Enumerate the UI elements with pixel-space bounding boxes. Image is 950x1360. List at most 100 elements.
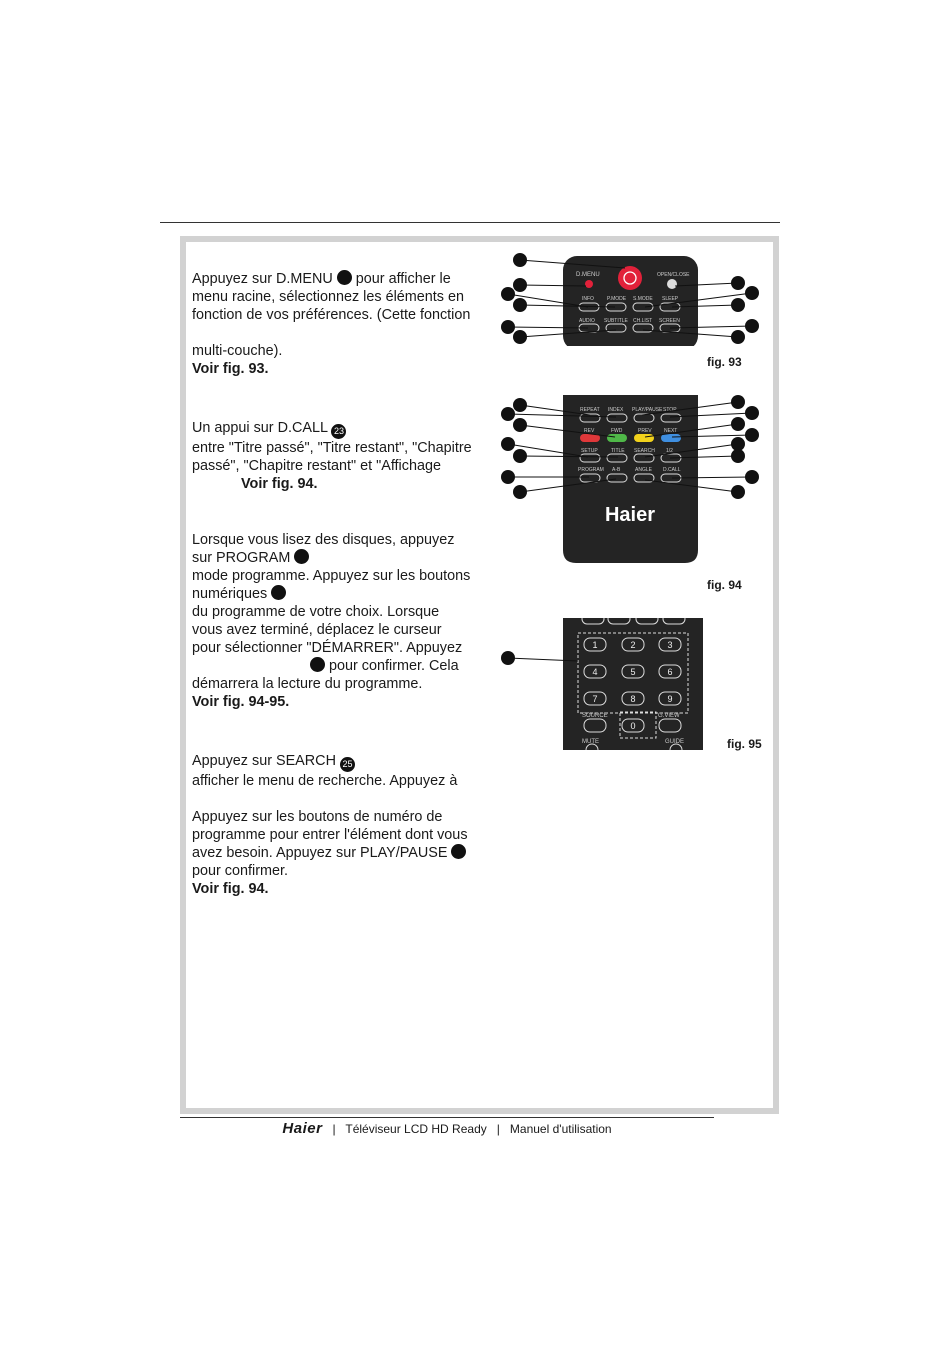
repeat-button [579, 413, 601, 423]
text-line: numériques [192, 586, 268, 602]
program-button [579, 473, 601, 483]
callout-dot [271, 585, 287, 600]
title-button [606, 453, 628, 463]
btn-label: REV [584, 428, 595, 434]
figure-reference: Voir fig. 93. [192, 361, 269, 377]
digit-9-button [658, 691, 682, 706]
gview-button [658, 718, 682, 733]
next-button [661, 434, 681, 442]
btn-label: CH.LIST [633, 318, 652, 324]
footer-product: Téléviseur LCD HD Ready [345, 1122, 487, 1136]
text-line: mode programme. Appuyez sur les boutons [192, 568, 471, 584]
text-line: démarrera la lecture du programme. [192, 676, 423, 692]
header-rule [160, 222, 780, 223]
text-line: fonction de vos préférences. (Cette fonc… [192, 307, 471, 323]
subtitle-button [605, 323, 627, 333]
text-line: pour confirmer. Cela [329, 658, 459, 674]
digit-7-button [583, 691, 607, 706]
mute-button [585, 743, 599, 750]
btn-label: D.CALL [663, 467, 681, 473]
text-line: vous avez terminé, déplacez le curseur [192, 622, 442, 638]
figure-reference: Voir fig. 94. [241, 476, 318, 492]
fig94-caption: fig. 94 [707, 578, 742, 592]
fig93-caption: fig. 93 [707, 355, 742, 369]
btn-label: SOURCE [582, 713, 608, 719]
btn-label: G.VIEW [658, 713, 680, 719]
text-line: afficher le menu de recherche. Appuyez à [192, 773, 458, 789]
section-program: Lorsque vous lisez des disques, appuyez … [192, 531, 484, 711]
btn-label: OPEN/CLOSE [657, 272, 690, 278]
digit-label: 4 [592, 667, 597, 677]
text-line: du programme de votre choix. Lorsque [192, 604, 440, 620]
text-line: Appuyez sur les boutons de numéro de [192, 809, 443, 825]
digit-label: 8 [630, 694, 635, 704]
text-line: avez besoin. Appuyez sur PLAY/PAUSE [192, 845, 448, 861]
remote-body [563, 256, 698, 350]
search-button [633, 453, 655, 463]
digit-label: 3 [667, 640, 672, 650]
cut-edge [563, 346, 698, 350]
text-line: pour sélectionner "DÉMARRER". Appuyez [192, 640, 463, 656]
digit-label: 2 [630, 640, 635, 650]
btn-label: SETUP [581, 448, 598, 454]
section-search: Appuyez sur SEARCH 25 afficher le menu d… [192, 752, 484, 898]
btn-label: 1/2 [666, 448, 673, 454]
power-icon [623, 271, 637, 285]
btn-label: SCREEN [659, 318, 680, 324]
digit-label: 6 [667, 667, 672, 677]
footer: Haier | Téléviseur LCD HD Ready | Manuel… [180, 1120, 714, 1138]
text-line: pour afficher le [351, 271, 451, 287]
btn-label: INFO [582, 296, 594, 302]
index-button [606, 413, 628, 423]
smode-button [632, 302, 654, 312]
callout-dot [294, 549, 310, 564]
digit-2-button [621, 637, 645, 652]
text-line: sur PROGRAM [192, 550, 291, 566]
btn-label: NEXT [664, 428, 677, 434]
callout-dot [336, 270, 352, 285]
prev-button [634, 434, 654, 442]
angle-button [633, 473, 655, 483]
digit-label: 5 [630, 667, 635, 677]
callout-dot [451, 844, 467, 859]
digit-label: 1 [592, 640, 597, 650]
digit-8-button [621, 691, 645, 706]
text-line: Un appui sur D.CALL [192, 420, 328, 436]
btn-label: FWD [611, 428, 623, 434]
fig95-caption: fig. 95 [727, 737, 762, 751]
fwd-button [607, 434, 627, 442]
text-line: multi-couche). [192, 343, 283, 359]
btn-label: TITLE [611, 448, 625, 454]
footer-brand-logo: Haier [282, 1120, 323, 1137]
stop-button [660, 413, 682, 423]
fig94-remote-illustration: REPEAT INDEX PLAY/PAUSE STOP REV FWD PRE… [501, 395, 759, 563]
play-pause-button [633, 413, 655, 423]
section-dcall: Un appui sur D.CALL 23 entre "Titre pass… [192, 419, 484, 493]
guide-button [669, 743, 683, 750]
btn-label: AUDIO [579, 318, 595, 324]
btn-label: GUIDE [665, 739, 684, 745]
dmenu-button [585, 280, 593, 288]
btn-label: INDEX [608, 407, 624, 413]
text-line [192, 790, 484, 808]
digit-0-button [621, 718, 645, 733]
footer-separator: | [496, 1122, 500, 1136]
eject-button [667, 279, 677, 289]
btn-label: PLAY/PAUSE [632, 407, 663, 413]
btn-label: MUTE [582, 739, 599, 745]
text-line: passé", "Chapitre restant" et "Affichage [192, 458, 441, 474]
numeric-pad-outline [577, 632, 689, 714]
digit-label: 9 [667, 694, 672, 704]
callout-dot [501, 651, 515, 665]
callout-badge: 23 [331, 424, 347, 439]
btn-label: PREV [638, 428, 652, 434]
btn-label: D.MENU [576, 272, 600, 278]
source-button [583, 718, 607, 733]
footer-rule [180, 1117, 714, 1118]
callout-badge: 25 [339, 757, 355, 772]
digit-4-button [583, 664, 607, 679]
digit-3-button [658, 637, 682, 652]
btn-label: P.MODE [607, 296, 627, 302]
callout-dot [310, 657, 325, 672]
fig93-remote-illustration: D.MENU OPEN/CLOSE INFO P.MODE S.MODE SLE… [501, 253, 759, 350]
